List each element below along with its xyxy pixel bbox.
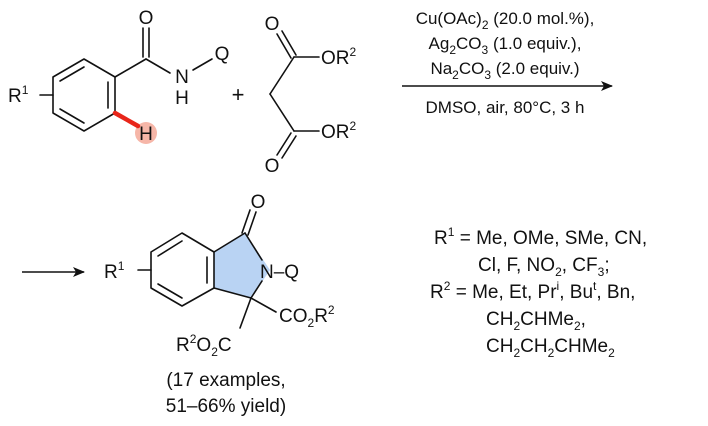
upper-carbonyl-oxygen: O: [265, 14, 280, 35]
right-ester-group: CO2R2: [279, 303, 335, 330]
lower-carbonyl-double-bond: [276, 132, 292, 156]
methylene-bond: [269, 56, 295, 95]
lactam-bond: [250, 280, 263, 299]
r1-label: R1: [8, 83, 29, 107]
aromatic-double-bond: [59, 108, 85, 124]
lactam-carbonyl-double-bond: [241, 209, 251, 234]
reactant-benzamide: O N H Q H R1: [8, 8, 229, 145]
lactam-bond: [213, 287, 252, 299]
lactam-bond: [244, 232, 263, 261]
lower-ester-group: OR2: [321, 119, 357, 143]
r2-scope-line2: CH2CHMe2,: [486, 309, 586, 333]
upper-ester-group: OR2: [321, 45, 357, 69]
product-r1-label: R1: [104, 259, 125, 283]
product-benzene-ring: [150, 232, 215, 307]
upper-carbonyl-double-bond: [281, 30, 297, 56]
ring-to-carbonyl-bond: [114, 58, 147, 78]
yield-note: (17 examples, 51–66% yield): [166, 370, 286, 417]
condition-oxidant: Ag2CO3 (1.0 equiv.),: [429, 34, 582, 57]
reactive-ch-bond: [112, 110, 141, 129]
r2-scope-line3: CH2CH2CHMe2: [486, 336, 615, 360]
aromatic-double-bond: [157, 283, 183, 299]
condition-solvent: DMSO, air, 80°C, 3 h: [426, 98, 585, 117]
ester-substituent-bond: [250, 297, 277, 313]
lower-carbonyl-double-bond: [281, 135, 297, 159]
ester-substituent-bond: [239, 297, 252, 329]
q-group: Q: [215, 44, 230, 65]
lower-ester-group: R2O2C: [176, 332, 232, 359]
carbonyl-oxygen: O: [139, 8, 154, 29]
n-q-group: N–Q: [260, 262, 299, 283]
reaction-conditions: Cu(OAc)2 (20.0 mol.%), Ag2CO3 (1.0 equiv…: [402, 9, 613, 117]
condition-base: Na2CO3 (2.0 equiv.): [430, 59, 579, 82]
product-isoindolinone: O N–Q R1 CO2R2 R2O2C: [104, 192, 335, 359]
lactam-carbonyl-oxygen: O: [251, 192, 266, 213]
r2-scope-line1: R2 = Me, Et, Pri, But, Bn,: [430, 279, 635, 303]
ortho-hydrogen: H: [139, 124, 153, 145]
reactant-malonate: O OR2 OR2 O: [265, 14, 357, 177]
carbonyl-to-n-bond: [145, 58, 171, 74]
example-count: (17 examples,: [166, 370, 285, 391]
lactam-bond: [213, 232, 246, 253]
methylene-bond: [269, 93, 295, 132]
substituent-scope: R1 = Me, OMe, SMe, CN, Cl, F, NO2, CF3; …: [430, 225, 647, 360]
amide-hydrogen: H: [175, 88, 189, 109]
aromatic-double-bond: [59, 66, 85, 82]
benzene-ring: [52, 58, 116, 132]
amide-nitrogen: N: [175, 67, 189, 88]
condition-catalyst: Cu(OAc)2 (20.0 mol.%),: [416, 9, 595, 32]
upper-carbonyl-double-bond: [276, 33, 292, 59]
r1-scope-line1: R1 = Me, OMe, SMe, CN,: [434, 225, 647, 249]
lactam-carbonyl-double-bond: [247, 211, 257, 236]
r1-scope-line2: Cl, F, NO2, CF3;: [478, 255, 610, 279]
n-to-q-bond: [192, 58, 213, 71]
aromatic-double-bond: [157, 240, 183, 257]
lactam-ring-highlight: [214, 233, 270, 298]
lower-carbonyl-oxygen: O: [265, 156, 280, 177]
yield-range: 51–66% yield): [166, 396, 286, 417]
plus-sign: +: [232, 82, 245, 107]
ortho-h-highlight: [135, 122, 157, 144]
